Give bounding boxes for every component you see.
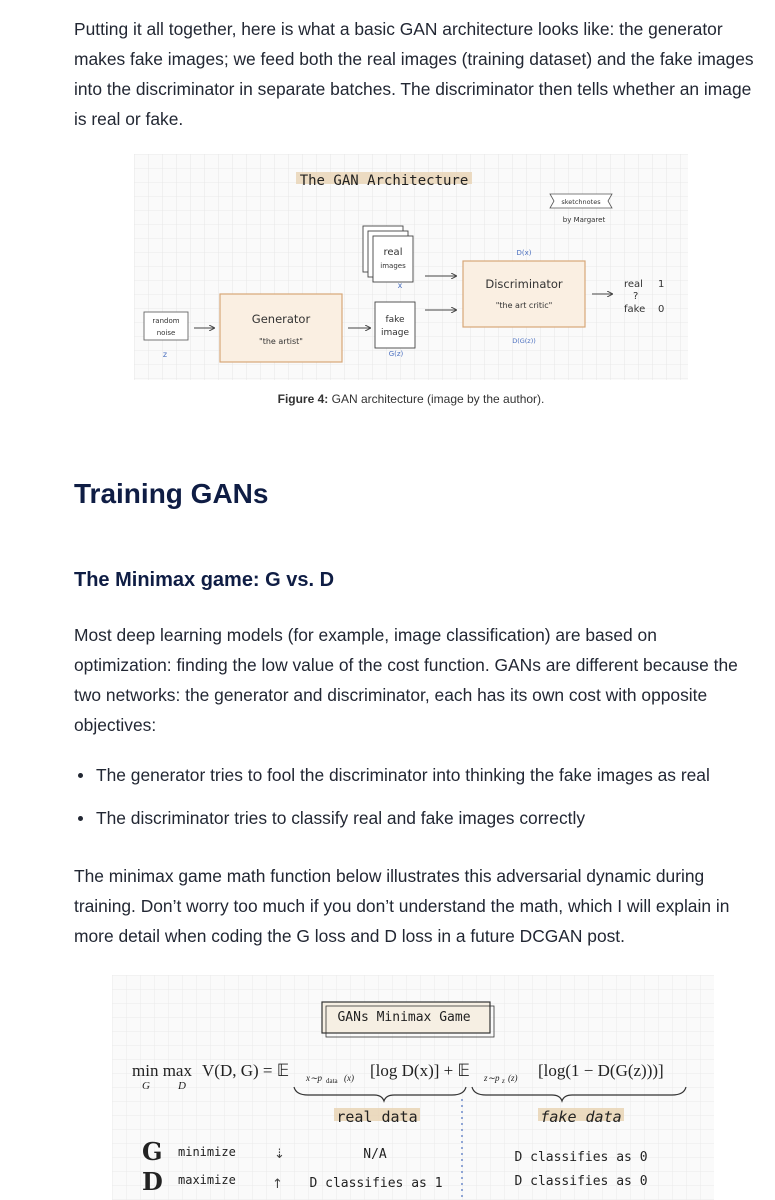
row-d-letter: D [142, 1167, 163, 1196]
row-d-fake: D classifies as 0 [514, 1174, 647, 1189]
intro-paragraph: Putting it all together, here is what a … [74, 19, 754, 129]
eq-minmax: min max [132, 1061, 192, 1080]
eq-g-sub: G [142, 1080, 150, 1092]
eq-term1: [log D(x)] + 𝔼 [370, 1061, 470, 1080]
minimax-paragraph: Most deep learning models (for example, … [74, 625, 738, 735]
list-item: The discriminator tries to classify real… [74, 803, 764, 846]
generator-box [219, 293, 343, 363]
real-data-brace [293, 1086, 467, 1103]
figure-title: The GAN Architecture [300, 173, 469, 189]
eq-term2: [log(1 − D(G(z)))] [538, 1061, 664, 1080]
eq-d-sub: D [177, 1080, 186, 1092]
eq-sub2: z∼p [483, 1073, 500, 1083]
eq-sub2b: z [501, 1077, 505, 1085]
noise-label-1: random [152, 317, 179, 325]
generator-label: Generator [252, 312, 311, 326]
eq-sub2c: (z) [508, 1073, 518, 1083]
bullet-text: The generator tries to fool the discrimi… [96, 765, 710, 785]
discriminator-label: Discriminator [485, 277, 563, 291]
row-g-fake: D classifies as 0 [514, 1150, 647, 1165]
sketchnotes-ribbon [549, 193, 613, 209]
fake-label-1: fake [385, 315, 405, 325]
fake-data-label: fake data [540, 1108, 621, 1126]
row-d-action: maximize [178, 1173, 236, 1187]
eq-sub1b: data [326, 1077, 339, 1085]
row-g-real: N/A [363, 1147, 387, 1162]
caption-text: GAN architecture (image by the author). [328, 392, 545, 406]
minimax-title: GANs Minimax Game [337, 1010, 470, 1025]
random-noise-box [143, 311, 189, 341]
gan-architecture-figure: The GAN Architecture sketchnotes by Marg… [134, 154, 688, 380]
eq-sub1c: (x) [344, 1073, 354, 1083]
generator-sub: "the artist" [259, 337, 303, 346]
discriminator-box [462, 260, 586, 328]
real-data-highlight [334, 1108, 420, 1121]
dx-label: D(x) [517, 249, 532, 257]
byline: by Margaret [563, 216, 606, 224]
real-label-2: images [380, 262, 406, 270]
title-highlight [296, 172, 472, 184]
minimax-game-figure: GANs Minimax Game min max G D V(D, G) = … [112, 975, 714, 1200]
minimax-title-box [321, 1001, 491, 1034]
noise-var: z [163, 350, 167, 359]
output-one: 1 [658, 279, 664, 290]
real-label-1: real [384, 247, 403, 258]
output-zero: 0 [658, 304, 664, 315]
output-fake: fake [624, 304, 645, 315]
bullet-text: The discriminator tries to classify real… [96, 808, 586, 828]
maximize-arrow-icon: ↑ [272, 1177, 283, 1192]
heading-minimax: The Minimax game: G vs. D [74, 569, 335, 591]
noise-label-2: noise [157, 329, 176, 337]
bullet-dot [78, 773, 83, 778]
objectives-list: The generator tries to fool the discrimi… [74, 760, 764, 846]
discriminator-sub: "the art critic" [496, 301, 553, 310]
fake-data-brace [471, 1086, 687, 1103]
minimax-title-shadow [325, 1005, 495, 1038]
heading-training-gans: Training GANs [74, 478, 269, 509]
fake-data-highlight [538, 1108, 624, 1121]
caption-bold: Figure 4: [277, 392, 329, 406]
eq-sub1: x∼p [305, 1073, 323, 1083]
output-real: real [624, 279, 643, 290]
sketchnotes-badge: sketchnotes [561, 198, 601, 206]
math-paragraph: The minimax game math function below ill… [74, 866, 730, 946]
row-d-real: D classifies as 1 [309, 1176, 442, 1191]
real-var: x [398, 281, 403, 290]
fake-var: G(z) [389, 350, 404, 358]
figure-caption: Figure 4: GAN architecture (image by the… [134, 392, 688, 406]
row-g-action: minimize [178, 1145, 236, 1159]
dgz-label: D(G(z)) [512, 337, 536, 345]
real-images-box [372, 235, 414, 283]
fake-label-2: image [381, 328, 409, 338]
fake-image-box [374, 301, 416, 349]
eq-body: V(D, G) = 𝔼 [202, 1061, 289, 1080]
real-data-label: real data [336, 1108, 417, 1126]
bullet-dot [78, 816, 83, 821]
list-item: The generator tries to fool the discrimi… [74, 760, 764, 803]
minimize-arrow-icon: ⇣ [274, 1147, 285, 1162]
output-question: ? [633, 291, 638, 302]
row-g-letter: G [142, 1137, 163, 1166]
